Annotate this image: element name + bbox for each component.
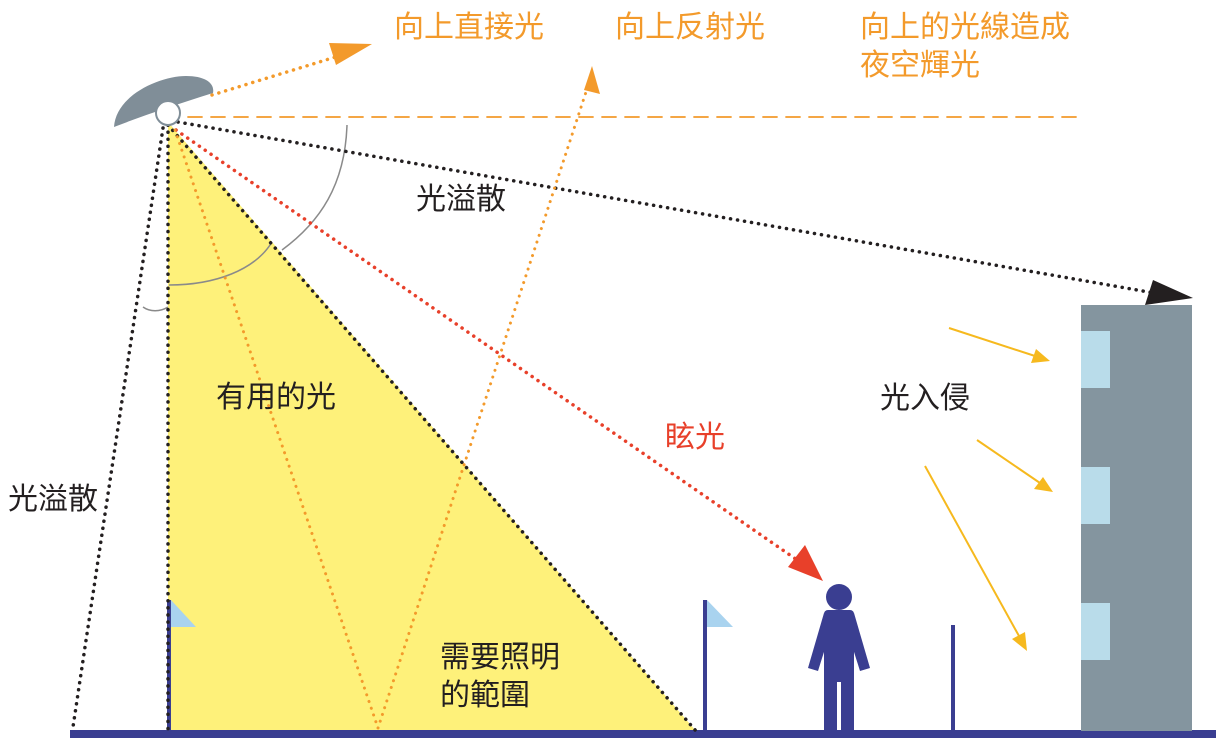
upward-reflected-light-label: 向上反射光 [615, 10, 765, 45]
sky-glow-label-line2: 夜空輝光 [860, 48, 980, 83]
upward-reflected-arrowhead [584, 66, 600, 94]
upward-direct-light-label: 向上直接光 [394, 10, 544, 45]
lit-area-label-line1: 需要照明 [440, 640, 560, 675]
lit-area-label-line2: 的範圍 [440, 678, 530, 713]
flag-icon [703, 600, 733, 731]
light-rays [71, 53, 1162, 733]
sky-glow-label-line1: 向上的光線造成 [860, 10, 1070, 45]
useful-light-label: 有用的光 [216, 380, 336, 415]
glare-arrowhead [788, 545, 823, 581]
light-trespass-label: 光入侵 [880, 381, 970, 416]
spill-arrowhead [1145, 280, 1193, 305]
glare-label: 眩光 [665, 420, 725, 455]
light-spill-label-top: 光溢散 [416, 182, 506, 217]
street-lamp-icon [114, 76, 214, 127]
light-trespass-arrows [924, 327, 1053, 651]
person-icon [808, 584, 870, 732]
ground-line [70, 730, 1216, 738]
upward-direct-arrowhead [329, 43, 372, 65]
light-spill-label-left: 光溢散 [8, 482, 98, 517]
angle-arcs [142, 124, 348, 312]
building-icon [1081, 305, 1192, 731]
